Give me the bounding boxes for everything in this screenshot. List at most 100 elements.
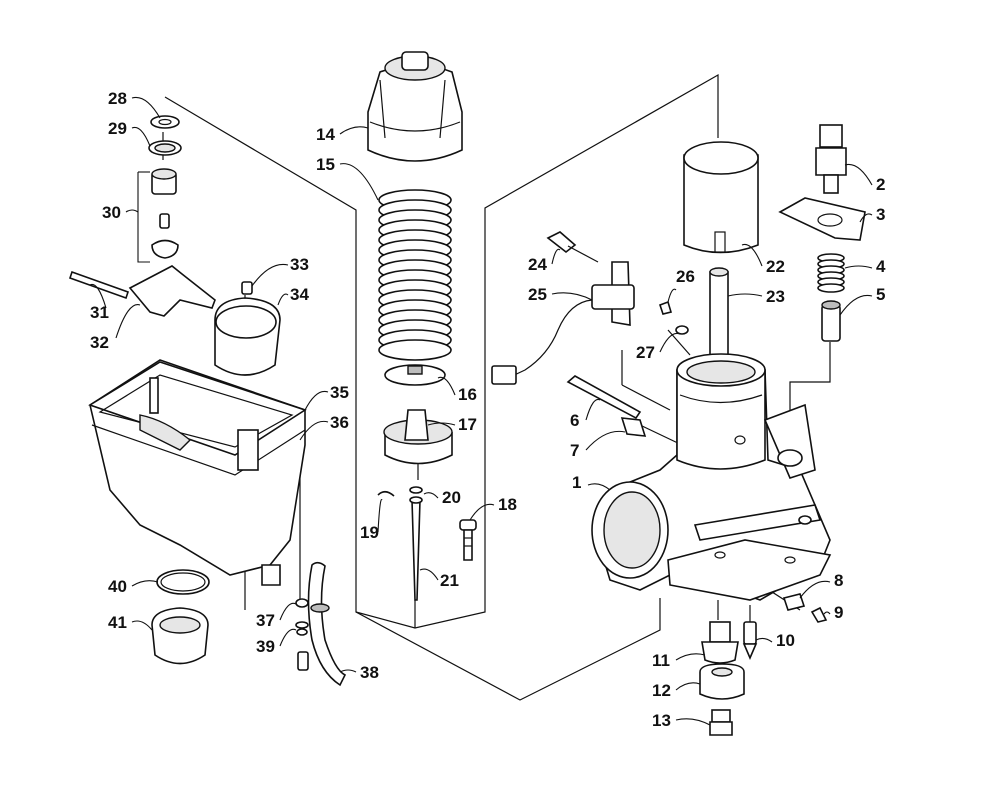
- callout-leader-18: [469, 503, 495, 521]
- callout-label-7: 7: [570, 441, 579, 460]
- callout-label-38: 38: [360, 663, 379, 682]
- callout-label-17: 17: [458, 415, 477, 434]
- callout-label-34: 34: [290, 285, 309, 304]
- callout-leader-21: [419, 568, 439, 581]
- callout-leader-16: [437, 376, 456, 396]
- part-main-jet-13: [709, 709, 733, 736]
- part-float: [214, 297, 281, 376]
- part-pilot-jet-10: [742, 621, 758, 661]
- part-jet-needle: [409, 486, 423, 601]
- part-plate-3: [778, 197, 866, 241]
- callout-label-19: 19: [360, 523, 379, 542]
- callout-leader-2: [844, 163, 873, 186]
- callout-label-30: 30: [102, 203, 121, 222]
- callout-leader-17: [427, 422, 456, 426]
- callout-leader-35: [304, 390, 329, 411]
- part-spring-4: [817, 253, 845, 293]
- part-plunger-5: [821, 300, 841, 342]
- callout-label-33: 33: [290, 255, 309, 274]
- callout-leader-3: [859, 213, 873, 223]
- callout-leader-29: [131, 126, 151, 147]
- part-washer-28: [150, 115, 180, 129]
- callout-leader-15: [339, 163, 379, 201]
- callout-label-12: 12: [652, 681, 671, 700]
- callout-leader-6: [585, 398, 601, 421]
- callout-label-39: 39: [256, 637, 275, 656]
- callout-label-4: 4: [876, 257, 886, 276]
- callout-leader-31: [89, 283, 107, 309]
- part-screw-9: [810, 606, 828, 623]
- callout-label-6: 6: [570, 411, 579, 430]
- part-screw-24: [546, 231, 599, 263]
- callout-label-21: 21: [440, 571, 459, 590]
- part-screw-18: [459, 519, 477, 561]
- part-throttle-valve: [383, 409, 453, 465]
- callout-label-9: 9: [834, 603, 843, 622]
- callout-leader-10: [755, 637, 773, 643]
- callout-leader-40: [131, 580, 159, 587]
- callout-leader-32: [115, 304, 141, 339]
- callout-leader-7: [585, 430, 626, 451]
- spring-coil: [378, 339, 452, 361]
- callout-label-35: 35: [330, 383, 349, 402]
- callout-leader-37: [279, 602, 297, 621]
- callout-leader-1: [587, 483, 611, 491]
- part-needle-valve-assembly: [137, 168, 179, 263]
- callout-label-29: 29: [108, 119, 127, 138]
- callout-leader-14: [339, 126, 369, 135]
- callout-leader-33: [251, 263, 289, 287]
- callout-label-1: 1: [572, 473, 581, 492]
- part-throttle-sleeve: [683, 141, 759, 254]
- part-mixing-tube: [709, 267, 729, 361]
- part-float-pin: [68, 270, 130, 300]
- part-float-bowl: [88, 359, 307, 586]
- callout-label-28: 28: [108, 89, 127, 108]
- callout-leader-36: [299, 420, 329, 441]
- part-oring-29: [148, 140, 182, 156]
- part-needle-clip: [377, 490, 395, 497]
- callout-label-15: 15: [316, 155, 335, 174]
- callout-leader-26: [667, 288, 677, 303]
- callout-leader-24: [551, 248, 561, 265]
- part-screw-26: [658, 300, 673, 315]
- part-jet-holder-12: [699, 663, 745, 700]
- part-vent-hose: [307, 561, 347, 687]
- callout-leader-9: [823, 611, 831, 615]
- callout-label-14: 14: [316, 125, 335, 144]
- part-washer-27: [675, 325, 689, 335]
- callout-label-36: 36: [330, 413, 349, 432]
- part-float-stopper: [241, 281, 253, 295]
- part-throttle-position-sensor: [491, 261, 635, 385]
- callout-label-11: 11: [652, 651, 670, 670]
- part-spring-seat: [384, 364, 446, 386]
- callout-label-2: 2: [876, 175, 885, 194]
- callout-label-23: 23: [766, 287, 785, 306]
- part-hose-clip: [295, 598, 309, 671]
- callout-leader-11: [675, 653, 706, 661]
- callout-leader-19: [377, 499, 383, 533]
- callout-label-16: 16: [458, 385, 477, 404]
- callout-label-20: 20: [442, 488, 461, 507]
- callout-label-18: 18: [498, 495, 517, 514]
- spring-coil: [817, 283, 845, 293]
- callout-label-8: 8: [834, 571, 843, 590]
- callout-label-25: 25: [528, 285, 547, 304]
- callout-label-10: 10: [776, 631, 795, 650]
- callout-label-5: 5: [876, 285, 885, 304]
- callout-leader-20: [423, 492, 439, 499]
- callout-layer: 1234567891011121314151617181920212223242…: [89, 89, 886, 730]
- callout-label-31: 31: [90, 303, 109, 322]
- callout-label-24: 24: [528, 255, 547, 274]
- callout-leader-12: [675, 682, 701, 691]
- part-throttle-spring: [378, 189, 452, 361]
- callout-leader-34: [277, 293, 289, 306]
- part-needle-jet-11: [701, 621, 739, 664]
- callout-label-3: 3: [876, 205, 885, 224]
- callout-leader-25: [551, 292, 593, 301]
- part-screw-6: [566, 375, 642, 420]
- callout-label-40: 40: [108, 577, 127, 596]
- callout-label-26: 26: [676, 267, 695, 286]
- callout-label-41: 41: [108, 613, 127, 632]
- callout-label-27: 27: [636, 343, 655, 362]
- callout-leader-5: [839, 294, 873, 316]
